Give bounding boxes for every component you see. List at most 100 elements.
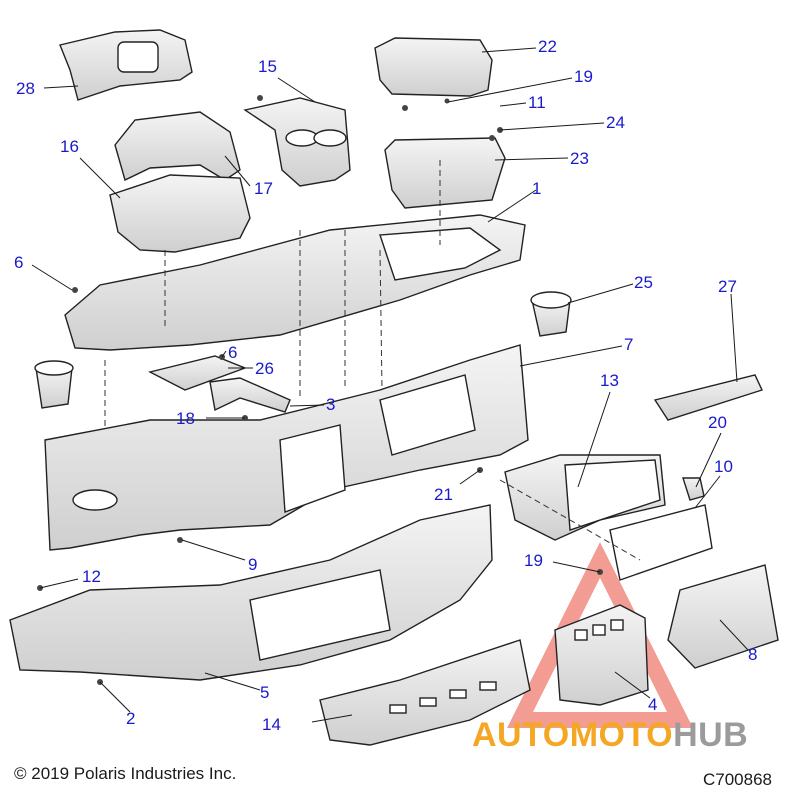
leader-13 bbox=[577, 391, 611, 488]
watermark-text-part2: HUB bbox=[673, 716, 749, 754]
leader-22 bbox=[481, 47, 537, 53]
callout-9: 9 bbox=[248, 555, 257, 574]
part-22-storage-lid bbox=[374, 37, 493, 97]
part-4-switch-c bbox=[610, 619, 624, 631]
part-14-kick-panel bbox=[319, 639, 531, 746]
leader-3 bbox=[289, 404, 325, 407]
leader-5 bbox=[204, 672, 261, 691]
callout-2: 2 bbox=[126, 709, 135, 728]
callout-4: 4 bbox=[648, 695, 657, 714]
leader-16 bbox=[79, 157, 121, 199]
callout-27: 27 bbox=[718, 277, 737, 296]
part-7-opening-left bbox=[279, 424, 346, 513]
leader-27 bbox=[730, 293, 738, 383]
callout-7: 7 bbox=[624, 335, 633, 354]
callout-13: 13 bbox=[600, 371, 619, 390]
part-5-opening bbox=[249, 569, 391, 661]
part-20-latch bbox=[682, 477, 705, 501]
leader-14 bbox=[311, 714, 353, 723]
fastener bbox=[489, 135, 495, 141]
part-27-trim bbox=[653, 374, 763, 421]
callout-20: 20 bbox=[708, 413, 727, 432]
leader-24 bbox=[499, 122, 605, 131]
leader-10 bbox=[694, 475, 721, 509]
diagram-code: C700868 bbox=[703, 770, 773, 789]
part-15-cup-left bbox=[285, 129, 319, 147]
part-8-glovebox-door bbox=[667, 564, 779, 669]
part-10-seal bbox=[609, 504, 713, 581]
fastener bbox=[257, 95, 263, 101]
callout-3: 3 bbox=[326, 395, 335, 414]
leader-1 bbox=[487, 189, 537, 223]
part-16-gauge-housing bbox=[109, 174, 251, 253]
callout-18: 18 bbox=[176, 409, 195, 428]
leader-19a bbox=[447, 77, 573, 103]
callout-10: 10 bbox=[714, 457, 733, 476]
part-7-opening-right bbox=[379, 374, 476, 456]
leader-28 bbox=[43, 85, 79, 89]
part-25-cup-rim bbox=[530, 291, 572, 309]
part-4-switch-b bbox=[592, 624, 606, 636]
callout-14: 14 bbox=[262, 715, 281, 734]
part-23-storage-bin bbox=[384, 137, 506, 209]
part-14-slot-4 bbox=[479, 681, 497, 691]
copyright-text: © 2019 Polaris Industries Inc. bbox=[14, 764, 237, 783]
part-15-cup-right bbox=[313, 129, 347, 147]
callout-6: 6 bbox=[228, 343, 237, 362]
leader-2 bbox=[99, 681, 131, 713]
fastener bbox=[72, 287, 78, 293]
callout-8: 8 bbox=[748, 645, 757, 664]
leader-9 bbox=[181, 539, 246, 561]
callout-15: 15 bbox=[258, 57, 277, 76]
fastener bbox=[177, 537, 183, 543]
leader-20 bbox=[695, 432, 722, 488]
leader-6b bbox=[221, 350, 227, 358]
callout-19: 19 bbox=[574, 67, 593, 86]
part-28-opening bbox=[117, 41, 159, 73]
part-7-vent-left bbox=[72, 489, 118, 511]
align-line-3 bbox=[379, 249, 383, 391]
part-3-bracket bbox=[209, 377, 291, 413]
leader-8 bbox=[719, 619, 749, 651]
callout-22: 22 bbox=[538, 37, 557, 56]
watermark-logo: AUTOMOTOHUB bbox=[472, 716, 748, 756]
leader-6a bbox=[31, 264, 73, 291]
callout-1: 1 bbox=[532, 179, 541, 198]
callout-28: 28 bbox=[16, 79, 35, 98]
part-1-tray bbox=[379, 227, 502, 281]
callout-5: 5 bbox=[260, 683, 269, 702]
leader-15 bbox=[277, 77, 316, 103]
callout-24: 24 bbox=[606, 113, 625, 132]
callout-17: 17 bbox=[254, 179, 273, 198]
part-14-slot-2 bbox=[419, 697, 437, 707]
callout-19: 19 bbox=[524, 551, 543, 570]
part-4-switch-a bbox=[574, 629, 588, 641]
part-14-slot-1 bbox=[389, 704, 407, 714]
callout-23: 23 bbox=[570, 149, 589, 168]
callout-6: 6 bbox=[14, 253, 23, 272]
part-5-lower-panel bbox=[9, 504, 493, 681]
callout-11: 11 bbox=[528, 93, 546, 112]
leader-21 bbox=[459, 469, 481, 485]
leader-19b bbox=[552, 561, 601, 573]
fastener bbox=[402, 105, 408, 111]
leader-12 bbox=[39, 578, 79, 589]
callout-21: 21 bbox=[434, 485, 453, 504]
callout-26: 26 bbox=[255, 359, 274, 378]
align-line-6 bbox=[499, 479, 641, 561]
part-14-slot-3 bbox=[449, 689, 467, 699]
fastener bbox=[444, 98, 450, 104]
leader-11 bbox=[499, 102, 527, 107]
leader-17 bbox=[224, 155, 251, 187]
leader-7 bbox=[519, 345, 623, 367]
leader-23 bbox=[494, 157, 569, 161]
leader-4 bbox=[614, 671, 651, 699]
watermark-text-part1: AUTOMOTO bbox=[472, 716, 674, 754]
part-13-opening bbox=[564, 459, 661, 531]
callout-16: 16 bbox=[60, 137, 79, 156]
part-cupholder-left-rim bbox=[34, 360, 74, 376]
leader-25 bbox=[567, 283, 634, 304]
part-17-gauge-bezel bbox=[114, 111, 241, 181]
callout-12: 12 bbox=[82, 567, 101, 586]
